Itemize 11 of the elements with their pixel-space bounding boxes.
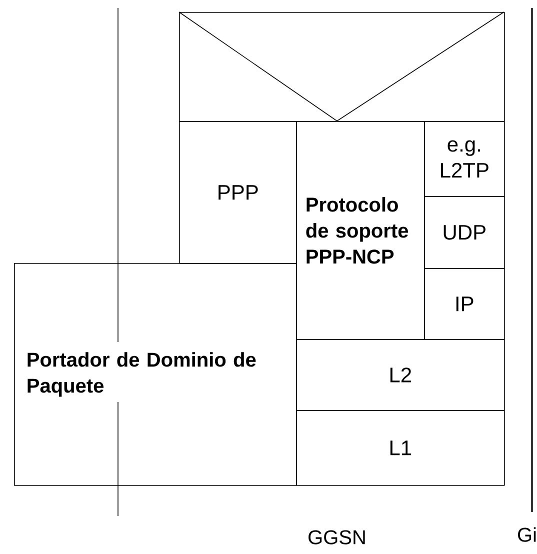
envelope-box [178,12,505,122]
layer-box: UDP [424,196,505,269]
layer-box: PPP [179,121,297,264]
layer-box: e.g. L2TP [424,121,505,197]
layer-box: L2 [296,339,505,411]
layer-box: IP [424,268,505,340]
layer-box: Portador de Dominio de Paquete [14,263,297,486]
layer-box: Protocolo de soporte PPP-NCP [296,121,425,340]
node-label: GGSN [308,530,365,544]
layer-box: L1 [296,410,505,486]
node-label: Gi [518,527,536,542]
